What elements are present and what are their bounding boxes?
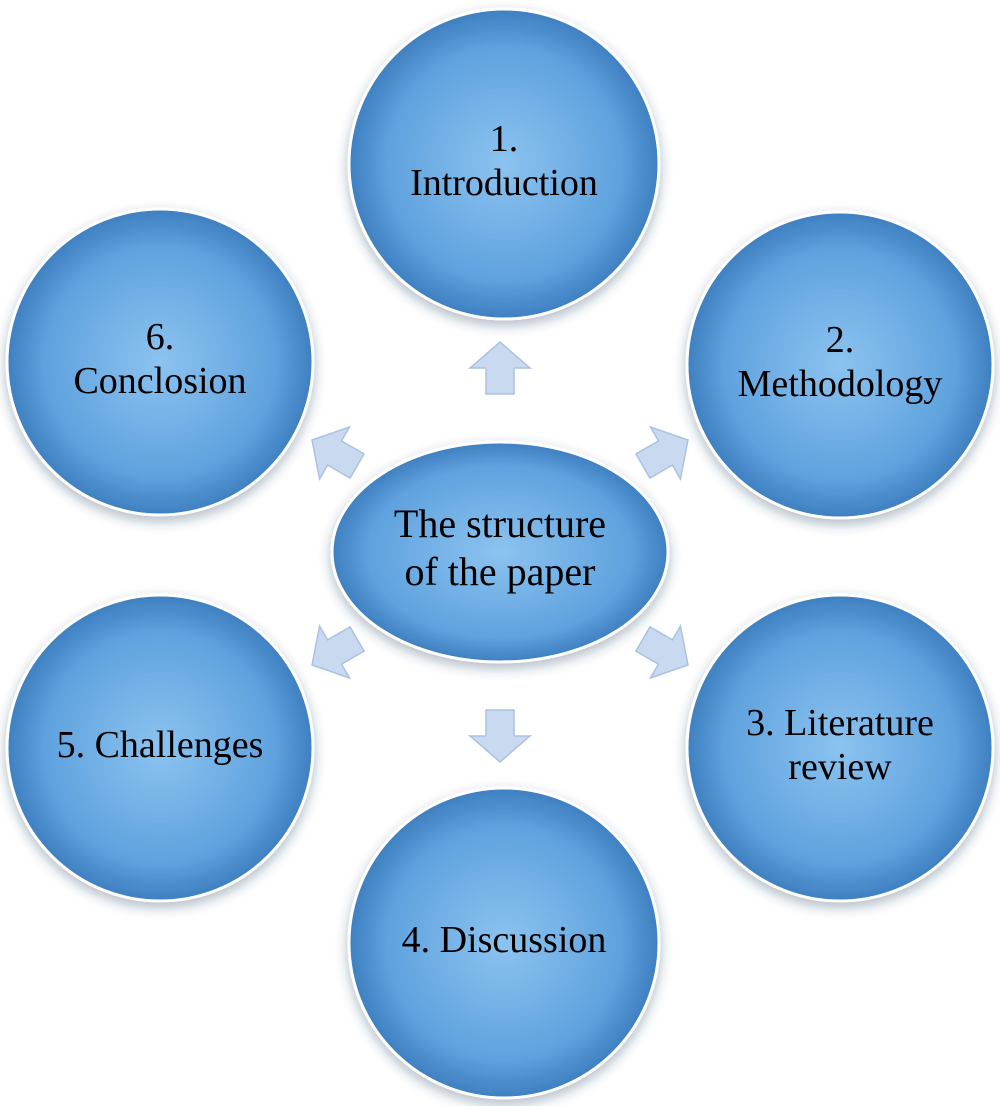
arrow-to-introduction-icon bbox=[467, 341, 533, 395]
node-introduction-circle bbox=[347, 7, 661, 321]
label-line: 4. Discussion bbox=[402, 919, 607, 961]
label-line: 1. bbox=[490, 118, 519, 160]
node-conclusion-circle bbox=[5, 207, 315, 517]
node-challenges-label: 5. Challenges bbox=[57, 724, 264, 766]
label-line: 3. Literature bbox=[746, 702, 934, 744]
node-discussion-label: 4. Discussion bbox=[402, 919, 607, 961]
arrow-to-conclusion-icon bbox=[311, 425, 366, 482]
node-challenges: 5. Challenges bbox=[5, 593, 315, 903]
arrows-group bbox=[311, 341, 689, 763]
node-methodology-label: 2.Methodology bbox=[738, 319, 943, 405]
node-discussion: 4. Discussion bbox=[347, 786, 661, 1100]
node-challenges-circle bbox=[5, 593, 315, 903]
node-methodology-circle bbox=[685, 210, 995, 520]
outer-nodes-group: 1.Introduction 2.Methodology 3. Literatu… bbox=[5, 7, 995, 1100]
center-node-ellipse bbox=[330, 440, 670, 664]
node-conclusion: 6.Conclosion bbox=[5, 207, 315, 517]
node-discussion-circle bbox=[347, 786, 661, 1100]
label-line: 5. Challenges bbox=[57, 724, 264, 766]
label-line: 2. bbox=[826, 319, 855, 361]
arrow-to-discussion-icon bbox=[467, 709, 533, 763]
label-line: 6. bbox=[146, 316, 175, 358]
node-conclusion-label: 6.Conclosion bbox=[73, 316, 246, 402]
node-methodology: 2.Methodology bbox=[685, 210, 995, 520]
label-line: The structure bbox=[394, 501, 606, 546]
label-line: review bbox=[788, 746, 892, 788]
arrow-to-literature-review-icon bbox=[634, 623, 689, 680]
node-introduction: 1.Introduction bbox=[347, 7, 661, 321]
arrow-to-challenges-icon bbox=[311, 623, 366, 680]
label-line: Conclosion bbox=[73, 360, 246, 402]
label-line: of the paper bbox=[404, 549, 595, 594]
label-line: Methodology bbox=[738, 363, 943, 405]
node-introduction-label: 1.Introduction bbox=[410, 118, 598, 204]
label-line: Introduction bbox=[410, 162, 598, 204]
node-literature-review-circle bbox=[685, 593, 995, 903]
arrow-to-methodology-icon bbox=[634, 425, 689, 482]
